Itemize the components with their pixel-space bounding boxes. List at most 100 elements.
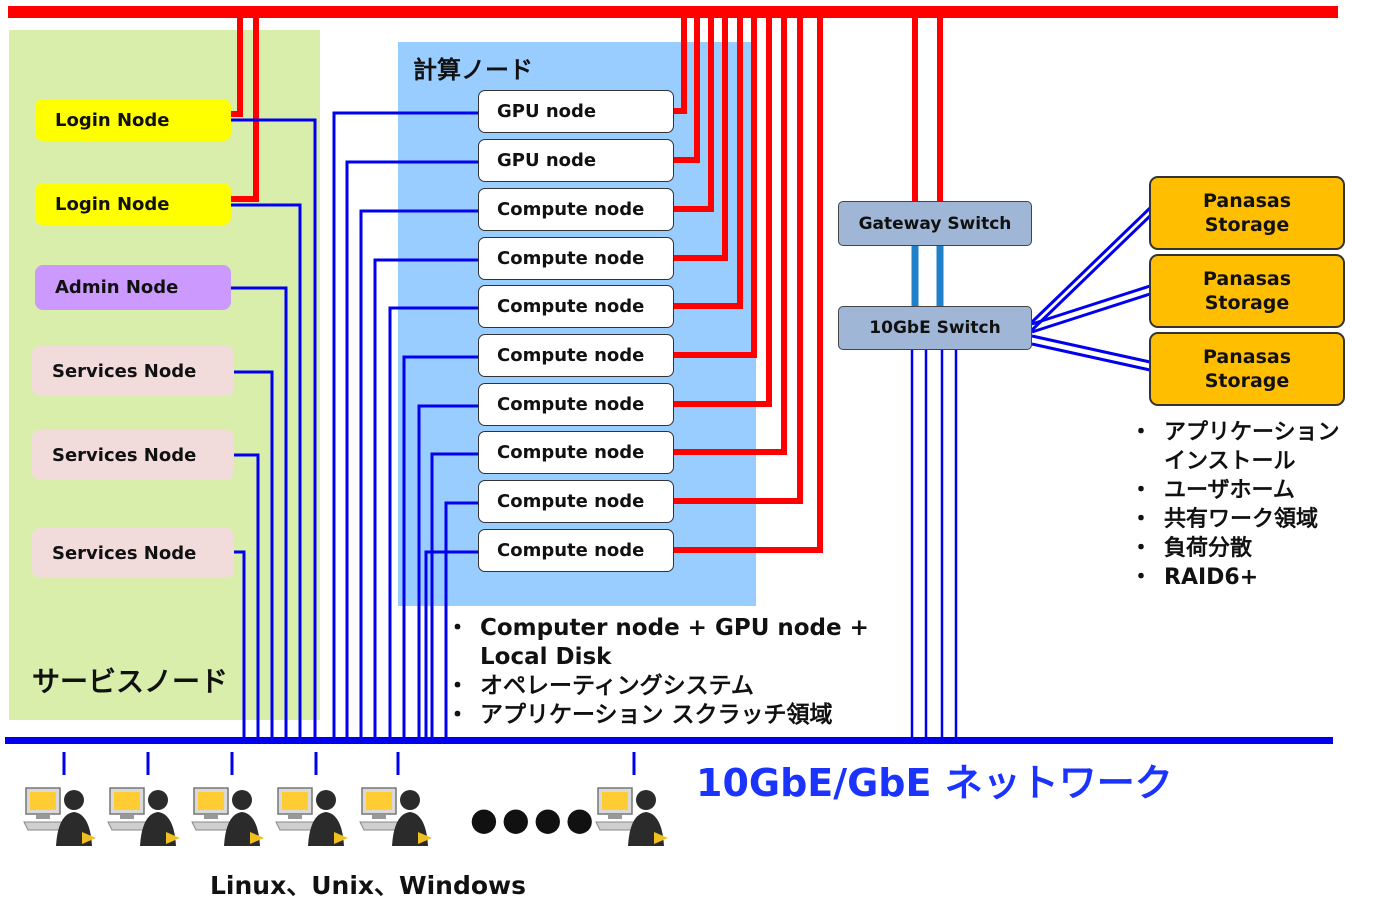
compute-red-wire	[674, 12, 772, 407]
login-red-wire-2	[230, 12, 259, 202]
node-label: Compute node	[497, 491, 645, 512]
compute-red-wires	[674, 12, 823, 553]
list-item: ・アプリケーション	[1130, 418, 1340, 447]
bullet-text: 負荷分散	[1164, 536, 1253, 561]
node-label: Services Node	[52, 360, 197, 382]
compute-red-wire	[674, 12, 687, 114]
more-clients-ellipsis: ●●●●	[470, 800, 598, 838]
list-item: ・ユーザホーム	[1130, 476, 1340, 505]
client-pc-icon	[274, 778, 354, 848]
client-os-label: Linux、Unix、Windows	[210, 871, 527, 900]
list-item: ・RAID6+	[1130, 563, 1340, 592]
bullet-char: ・	[1130, 507, 1153, 532]
services-node-3[interactable]: Services Node	[32, 528, 234, 578]
client-pc-icon	[358, 778, 438, 848]
login-node-2[interactable]: Login Node	[35, 183, 231, 225]
list-item: ・共有ワーク領域	[1130, 505, 1340, 534]
tengbe-switch[interactable]: 10GbE Switch	[838, 306, 1032, 350]
list-item: ・オペレーティングシステム	[446, 672, 869, 701]
login-node-1[interactable]: Login Node	[35, 99, 231, 141]
compute-red-wire	[674, 12, 743, 309]
client-pc-icon	[22, 778, 102, 848]
bullet-char: ・	[446, 702, 469, 728]
gpu-node-1[interactable]: GPU node	[478, 90, 674, 133]
bullet-text: Local Disk	[480, 644, 612, 670]
node-label: Compute node	[497, 199, 645, 220]
list-item: ・負荷分散	[1130, 534, 1340, 563]
compute-red-wire	[674, 12, 823, 553]
service-blue-wires	[230, 118, 317, 740]
compute-red-wire	[674, 12, 700, 163]
node-label: Compute node	[497, 345, 645, 366]
gateway-switch[interactable]: Gateway Switch	[838, 201, 1032, 246]
compute-blue-wire	[388, 306, 478, 740]
compute-node-7[interactable]: Compute node	[478, 480, 674, 523]
node-label: Login Node	[55, 109, 170, 131]
storage-label-line2: Storage	[1204, 214, 1290, 236]
compute-node-2[interactable]: Compute node	[478, 237, 674, 280]
compute-node-4[interactable]: Compute node	[478, 334, 674, 377]
bullet-text: Computer node + GPU node +	[480, 615, 869, 641]
switch-down-wires	[910, 350, 958, 740]
bullet-char: ・	[1130, 478, 1153, 503]
storage-feature-list: ・アプリケーション インストール ・ユーザホーム ・共有ワーク領域 ・負荷分散 …	[1130, 418, 1340, 592]
node-label: Services Node	[52, 542, 197, 564]
switch-label: Gateway Switch	[858, 213, 1012, 234]
compute-blue-wire	[359, 209, 478, 740]
switch-label: 10GbE Switch	[869, 318, 1001, 338]
compute-blue-wire	[417, 404, 478, 740]
compute-node-1[interactable]: Compute node	[478, 188, 674, 231]
compute-blue-wire	[444, 501, 478, 740]
storage-label-line1: Panasas	[1202, 190, 1292, 212]
compute-red-wire	[674, 12, 728, 261]
client-pc-icon	[594, 778, 674, 848]
node-label: Admin Node	[55, 277, 179, 298]
list-item: ・アプリケーション スクラッチ領域	[446, 701, 869, 730]
compute-blue-wire	[345, 160, 478, 740]
bullet-text: アプリケーション	[1164, 420, 1340, 445]
panasas-storage-1[interactable]: Panasas Storage	[1149, 176, 1345, 250]
client-pc-icon	[190, 778, 270, 848]
list-item: Local Disk	[446, 643, 869, 672]
compute-red-wire	[674, 12, 803, 504]
client-pc-icon	[106, 778, 186, 848]
admin-node[interactable]: Admin Node	[35, 265, 231, 310]
panasas-storage-2[interactable]: Panasas Storage	[1149, 254, 1345, 328]
bullet-text: 共有ワーク領域	[1164, 507, 1319, 532]
bullet-char: ・	[1130, 536, 1153, 561]
bullet-char: ・	[446, 673, 469, 699]
node-label: GPU node	[497, 150, 597, 171]
node-label: Compute node	[497, 394, 645, 415]
compute-blue-wire	[402, 355, 478, 740]
compute-node-3[interactable]: Compute node	[478, 285, 674, 328]
services-node-1[interactable]: Services Node	[32, 346, 234, 396]
compute-blue-wire	[332, 111, 478, 740]
node-label: Services Node	[52, 444, 197, 466]
storage-label-line1: Panasas	[1202, 268, 1292, 290]
service-region-title: サービスノード	[32, 665, 229, 698]
login-red-wire-1	[230, 12, 243, 117]
list-item: ・Computer node + GPU node +	[446, 614, 869, 643]
node-label: GPU node	[497, 101, 597, 122]
node-label: Compute node	[497, 296, 645, 317]
bullet-text: オペレーティングシステム	[480, 673, 754, 699]
top-red-bus	[8, 6, 1338, 18]
node-label: Login Node	[55, 193, 170, 215]
bullet-spacer	[446, 643, 480, 672]
compute-node-6[interactable]: Compute node	[478, 431, 674, 474]
compute-red-wire	[674, 12, 757, 358]
compute-node-8[interactable]: Compute node	[478, 529, 674, 572]
bullet-char: ・	[1130, 420, 1153, 445]
network-bus	[5, 737, 1333, 744]
bullet-spacer	[1130, 447, 1164, 476]
compute-node-5[interactable]: Compute node	[478, 383, 674, 426]
panasas-storage-3[interactable]: Panasas Storage	[1149, 332, 1345, 406]
gpu-node-2[interactable]: GPU node	[478, 139, 674, 182]
compute-blue-wires	[332, 111, 478, 740]
bullet-text: RAID6+	[1164, 565, 1259, 590]
services-node-2[interactable]: Services Node	[32, 430, 234, 480]
storage-links	[1030, 206, 1152, 372]
compute-feature-list: ・Computer node + GPU node + Local Disk ・…	[446, 614, 869, 730]
compute-region-title: 計算ノード	[413, 56, 533, 84]
